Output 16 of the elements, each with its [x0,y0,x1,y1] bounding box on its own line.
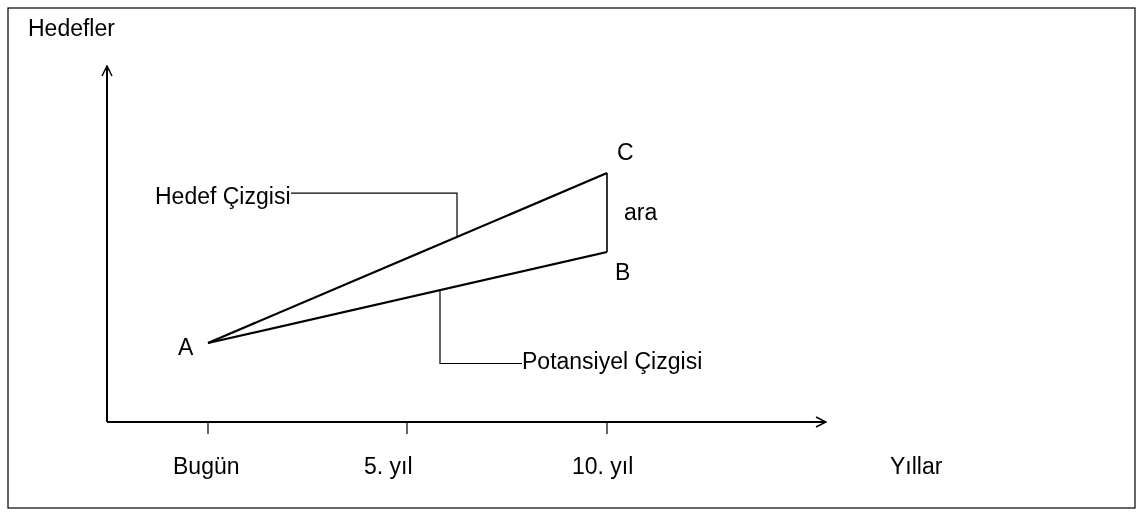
point-label: C [607,138,633,173]
tick-label: Bugün [173,452,240,480]
tick-label: 10. yıl [572,452,634,480]
point-label: B [607,252,633,282]
tick-label: 5. yıl [364,452,413,480]
leader-line [439,289,523,365]
axis-title: Hedefler [28,14,115,42]
point-label: A [178,333,208,361]
gap-line [606,172,608,253]
edge-label: ara [624,198,658,226]
line-label: Hedef Çizgisi [155,182,291,210]
target-line [207,172,608,344]
leader-line [290,192,458,237]
line-label: Potansiyel Çizgisi [522,347,703,377]
axis-title: Yıllar [890,452,943,480]
potential-line [207,250,608,345]
